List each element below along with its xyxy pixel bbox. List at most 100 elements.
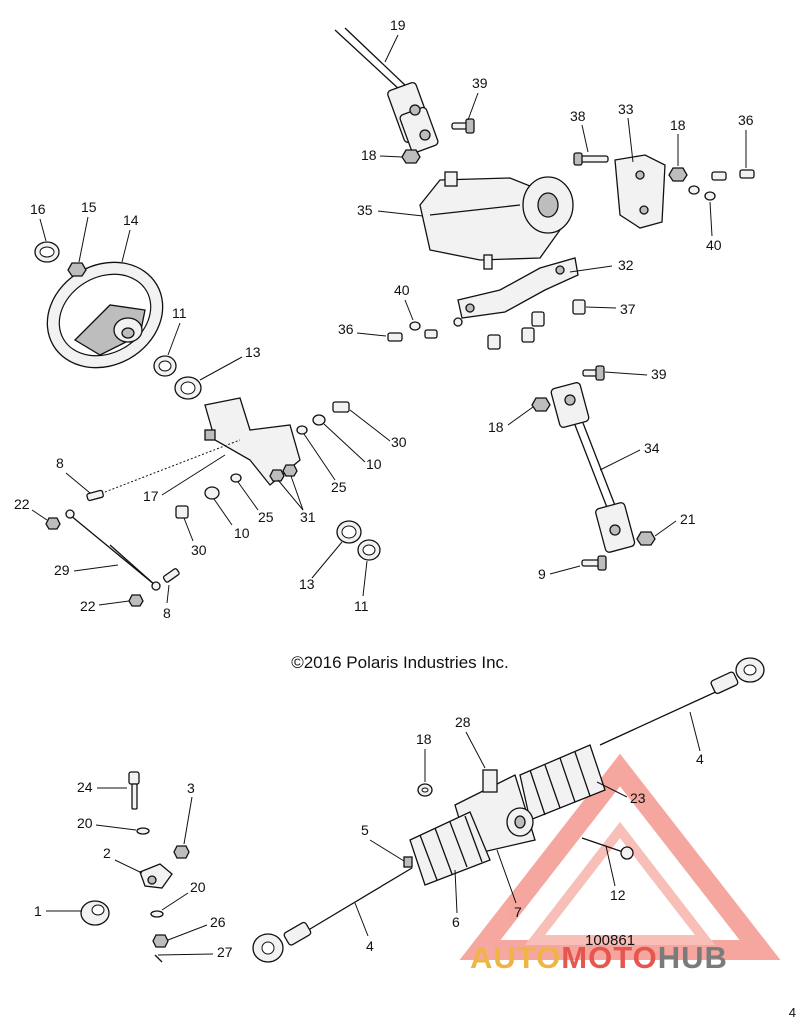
callout-30-top: 30	[391, 434, 407, 450]
callout-35: 35	[357, 202, 373, 218]
gas-strut-29	[65, 509, 161, 591]
washer-18-lower	[417, 783, 433, 797]
bushing-1	[80, 900, 110, 926]
callout-21: 21	[680, 511, 696, 527]
callout-18-right: 18	[670, 117, 686, 133]
nut-22-top	[45, 517, 61, 530]
bolt-38	[573, 152, 609, 166]
nut-22-bottom	[128, 594, 144, 607]
callout-19: 19	[390, 17, 406, 33]
callout-36-right: 36	[738, 112, 754, 128]
callout-28: 28	[455, 714, 471, 730]
column-support-17	[204, 397, 301, 486]
callout-17: 17	[143, 488, 159, 504]
bushing-10-bottom	[204, 486, 220, 500]
washer-20-top	[136, 827, 150, 835]
callout-16: 16	[30, 201, 46, 217]
callout-10-bottom: 10	[234, 525, 250, 541]
callout-18-lower: 18	[416, 731, 432, 747]
bolt-39-mid	[582, 365, 605, 381]
callout-39-top: 39	[472, 75, 488, 91]
nut-18-right	[668, 167, 688, 182]
callout-24: 24	[77, 779, 93, 795]
callout-31: 31	[300, 509, 316, 525]
callout-5: 5	[361, 822, 369, 838]
watermark-part-hub: HUB	[657, 940, 728, 975]
callout-34: 34	[644, 440, 660, 456]
bolt-9	[581, 555, 607, 571]
callout-20-bottom: 20	[190, 879, 206, 895]
callout-20-top: 20	[77, 815, 93, 831]
bolt-30-bottom	[175, 505, 189, 519]
callout-29: 29	[54, 562, 70, 578]
callout-40-right: 40	[706, 237, 722, 253]
mounting-bracket-32	[457, 257, 579, 319]
nut-18-top	[401, 149, 421, 164]
cotter-pin-27	[154, 954, 163, 963]
nut-21	[636, 531, 656, 546]
bolt-12	[581, 837, 634, 860]
callout-38: 38	[570, 108, 586, 124]
callout-15: 15	[81, 199, 97, 215]
bolt-36-right	[711, 169, 755, 181]
callout-36-left: 36	[338, 321, 354, 337]
callout-6: 6	[452, 914, 460, 930]
callout-23: 23	[630, 790, 646, 806]
mounting-bracket-33	[614, 154, 666, 229]
washers-40-right	[688, 185, 716, 201]
bolt-8-top	[86, 489, 104, 502]
nut-26	[152, 934, 169, 948]
bearing-13-bottom	[336, 520, 362, 544]
callout-25-bottom: 25	[258, 509, 274, 525]
callout-12: 12	[610, 887, 626, 903]
callout-27: 27	[217, 944, 233, 960]
callout-18-top: 18	[361, 147, 377, 163]
page-number: 4	[788, 1005, 796, 1020]
callout-13-top: 13	[245, 344, 261, 360]
callout-22-top: 22	[14, 496, 30, 512]
power-steering-unit	[419, 171, 574, 270]
callout-18-mid: 18	[488, 419, 504, 435]
nut-3	[173, 845, 190, 859]
callout-40-left: 40	[394, 282, 410, 298]
callout-4-right: 4	[696, 751, 704, 767]
cover-16	[34, 241, 60, 263]
watermark-part-moto: MOTO	[561, 940, 658, 975]
bolt-24	[128, 771, 140, 810]
callout-8-top: 8	[56, 455, 64, 471]
callout-39-mid: 39	[651, 366, 667, 382]
nut-15	[67, 262, 87, 277]
intermediate-shaft-34	[550, 382, 636, 553]
ball-joint-2	[139, 863, 173, 889]
bushing-10-top	[312, 414, 326, 426]
steering-wheel	[46, 261, 164, 369]
copyright-notice: ©2016 Polaris Industries Inc.	[291, 653, 509, 672]
bearing-13-top	[174, 376, 202, 400]
bushing-11-top	[153, 355, 177, 377]
callout-2: 2	[103, 845, 111, 861]
callout-37: 37	[620, 301, 636, 317]
figure-id: 100861	[585, 932, 636, 949]
washer-40-left	[409, 317, 463, 331]
callouts: 19 39 18 38 33 18 36 35 40 32 40 37 36 1…	[14, 17, 754, 960]
washer-20-bottom	[150, 910, 164, 918]
bolt-8-bottom	[162, 568, 180, 583]
callout-22-bottom: 22	[80, 598, 96, 614]
callout-30-bottom: 30	[191, 542, 207, 558]
watermark-logo	[459, 753, 781, 960]
bushing-11-bottom	[357, 539, 381, 561]
callout-13-bottom: 13	[299, 576, 315, 592]
callout-7: 7	[514, 904, 522, 920]
bolt-39-top	[451, 118, 475, 134]
callout-8-bottom: 8	[163, 605, 171, 621]
callout-33: 33	[618, 101, 634, 117]
callout-11-bottom: 11	[354, 598, 369, 614]
callout-26: 26	[210, 914, 226, 930]
callout-32: 32	[618, 257, 634, 273]
callout-14: 14	[123, 212, 139, 228]
bolt-36-left	[387, 329, 438, 342]
nuts-31	[269, 464, 298, 482]
bolts-37	[487, 299, 586, 350]
watermark-text: AUTOMOTOHUB	[470, 940, 728, 976]
